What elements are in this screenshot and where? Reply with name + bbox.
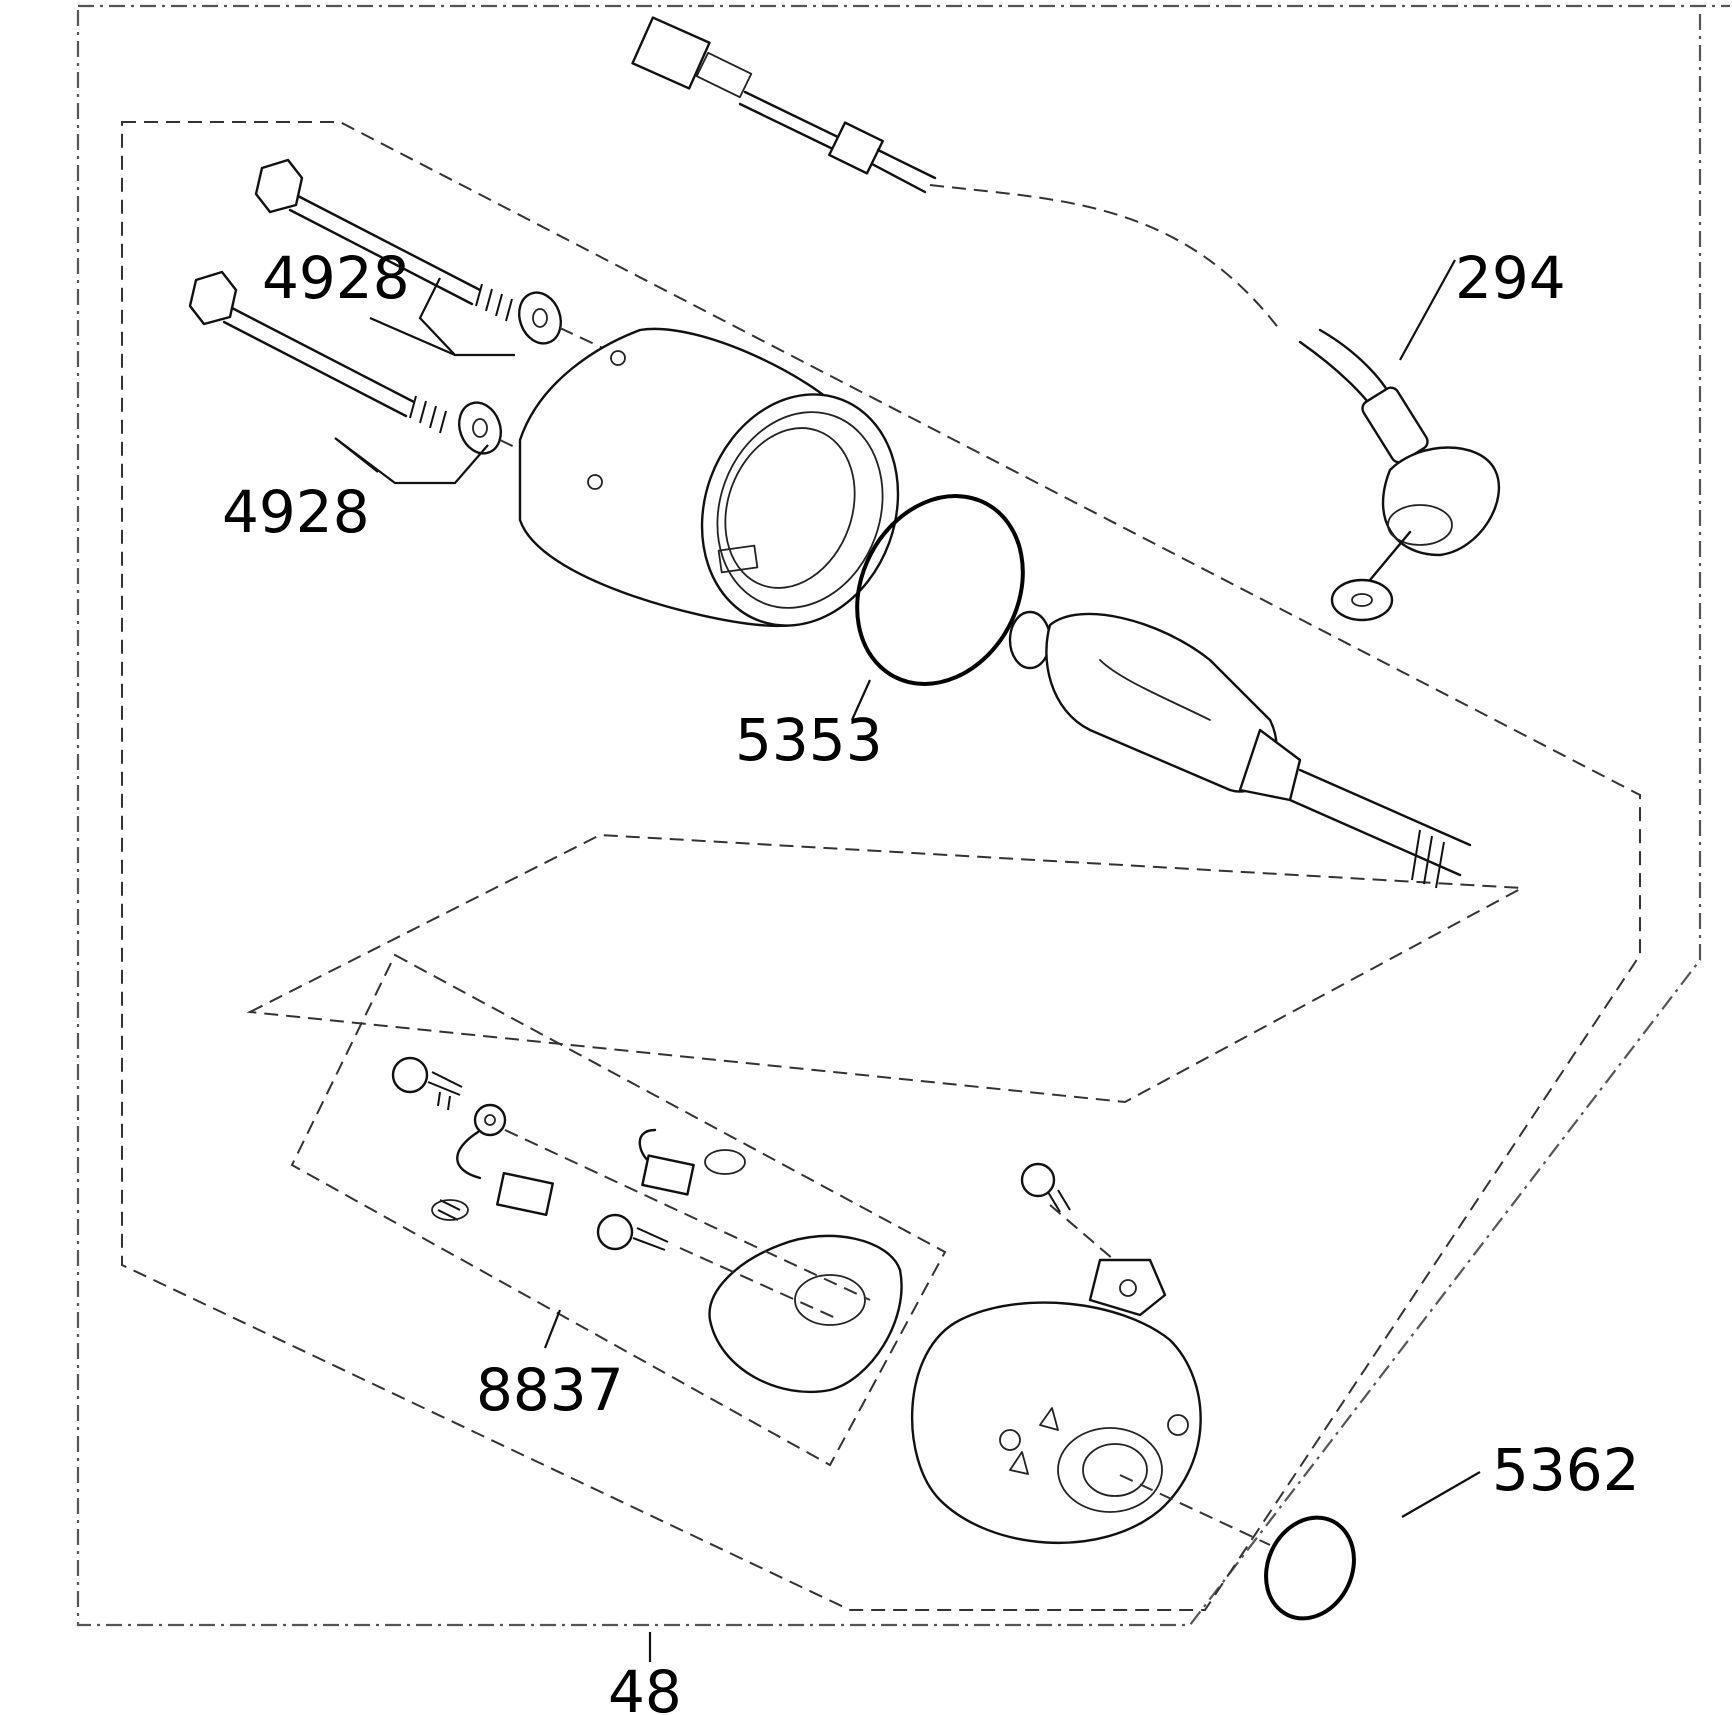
armature [1008,610,1472,889]
label-48: 48 [608,1658,682,1715]
armature-region-boundary [246,833,1526,1104]
leader-lines [334,259,1481,1662]
motor-yoke-housing [518,327,900,628]
label-4928-lower: 4928 [222,478,370,546]
label-294: 294 [1455,244,1566,312]
assembly-boundary [76,4,1730,1627]
end-cover [910,1162,1271,1546]
label-5362: 5362 [1492,1436,1640,1504]
label-8837: 8837 [476,1356,624,1424]
part-labels: 294 4928 4928 5353 8837 5362 48 [222,244,1640,1715]
o-ring-5353 [855,494,1025,686]
o-ring-5362 [1264,1515,1356,1621]
motor-subassembly-boundary [121,121,1641,1611]
through-bolts-4928 [188,158,621,489]
label-4928-upper: 4928 [262,244,410,312]
wire-harness-294 [631,16,1501,622]
label-5353: 5353 [735,706,883,774]
brush-holder-parts [391,1056,903,1394]
brush-holder-kit-boundary [290,953,947,1467]
